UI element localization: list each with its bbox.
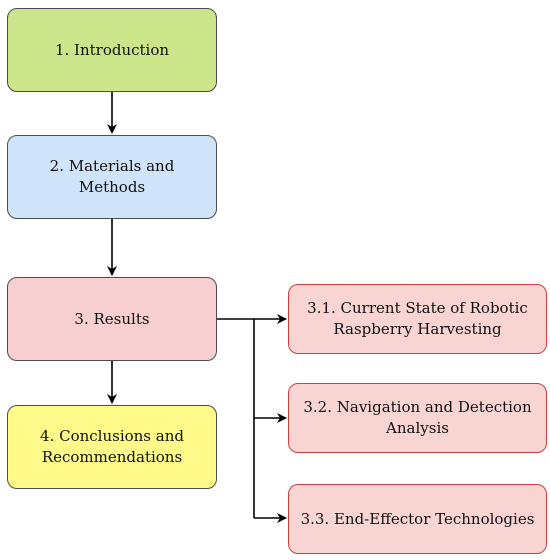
node-conclusions: 4. Conclusions and Recommendations (7, 405, 217, 489)
node-sub-navigation: 3.2. Navigation and Detection Analysis (288, 383, 547, 453)
node-sub-current-state-label: 3.1. Current State of Robotic Raspberry … (307, 299, 528, 338)
node-sub-end-effector-label: 3.3. End-Effector Technologies (300, 509, 535, 528)
node-conclusions-label: 4. Conclusions and Recommendations (40, 427, 184, 466)
node-sub-current-state: 3.1. Current State of Robotic Raspberry … (288, 284, 547, 354)
node-introduction: 1. Introduction (7, 8, 217, 92)
node-sub-end-effector: 3.3. End-Effector Technologies (288, 484, 547, 554)
node-results: 3. Results (7, 277, 217, 361)
node-introduction-label: 1. Introduction (54, 40, 170, 59)
node-sub-navigation-label: 3.2. Navigation and Detection Analysis (303, 398, 532, 437)
node-materials-methods-label: 2. Materials and Methods (49, 157, 175, 196)
node-materials-methods: 2. Materials and Methods (7, 135, 217, 219)
node-results-label: 3. Results (74, 309, 150, 328)
